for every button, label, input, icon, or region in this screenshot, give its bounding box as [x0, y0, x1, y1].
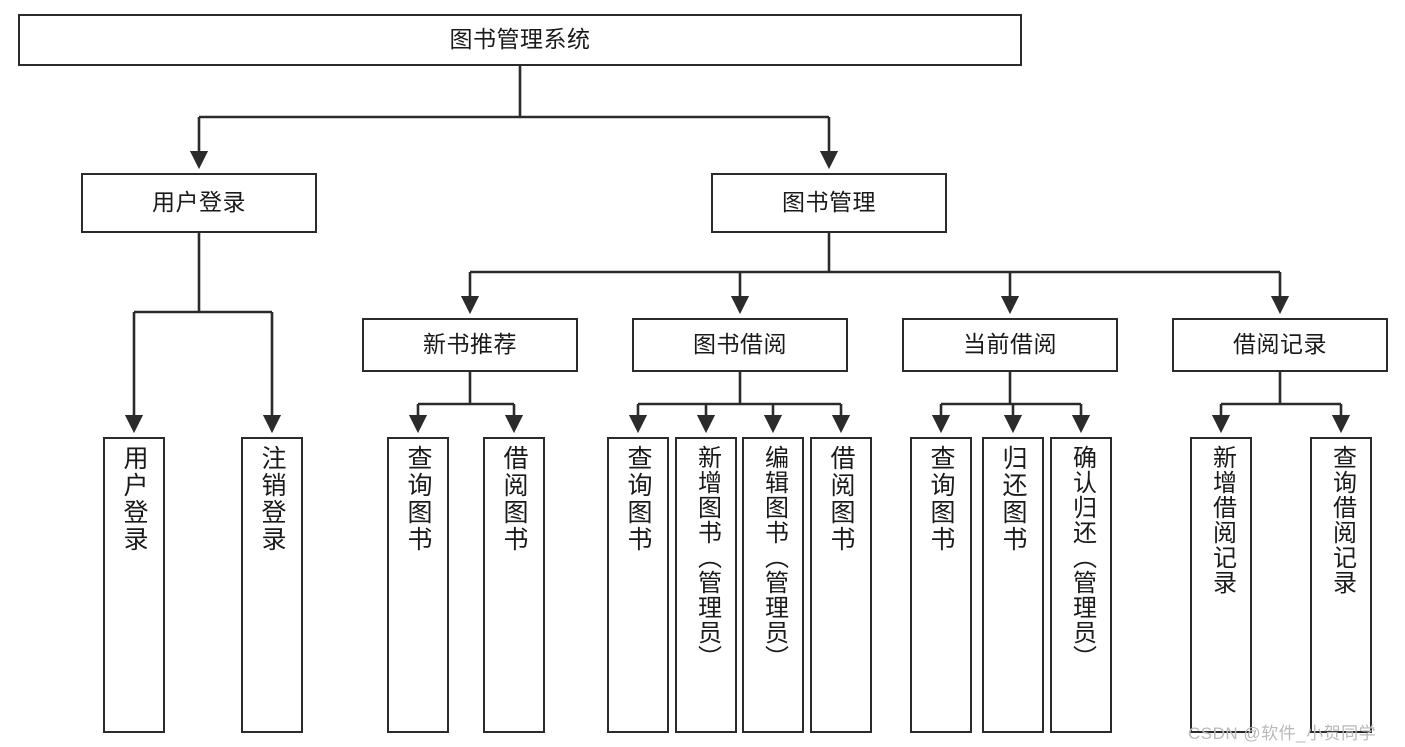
node-leaf[interactable]: 确认归还（管理员）	[1050, 437, 1112, 733]
node-level3-book-borrow[interactable]: 图书借阅	[632, 318, 848, 372]
node-leaf[interactable]: 查询图书	[910, 437, 972, 733]
node-level2-user-login[interactable]: 用户登录	[81, 173, 317, 233]
node-leaf-label: 新增图书（管理员）	[693, 445, 721, 670]
node-leaf-label: 编辑图书（管理员）	[760, 445, 788, 670]
node-leaf[interactable]: 新增图书（管理员）	[675, 437, 737, 733]
node-leaf-label: 归还图书	[999, 445, 1027, 553]
node-leaf[interactable]: 查询图书	[387, 437, 449, 733]
node-leaf[interactable]: 归还图书	[982, 437, 1044, 733]
node-level3-book-borrow-label: 图书借阅	[693, 331, 787, 358]
node-leaf-label: 查询图书	[624, 445, 652, 553]
node-leaf[interactable]: 新增借阅记录	[1190, 437, 1252, 733]
node-level3-current-borrow-label: 当前借阅	[963, 331, 1057, 358]
node-level3-current-borrow[interactable]: 当前借阅	[902, 318, 1118, 372]
node-leaf-label: 查询图书	[404, 445, 432, 553]
node-level2-book-management-label: 图书管理	[782, 189, 876, 216]
node-leaf[interactable]: 查询图书	[607, 437, 669, 733]
node-leaf-label: 新增借阅记录	[1208, 445, 1236, 595]
node-leaf-label: 借阅图书	[500, 445, 528, 553]
node-root[interactable]: 图书管理系统	[18, 14, 1022, 66]
node-leaf[interactable]: 借阅图书	[483, 437, 545, 733]
node-leaf[interactable]: 查询借阅记录	[1310, 437, 1372, 733]
node-level2-user-login-label: 用户登录	[152, 189, 246, 216]
node-leaf-label: 注销登录	[258, 445, 286, 553]
node-root-label: 图书管理系统	[449, 26, 591, 53]
node-leaf-label: 借阅图书	[827, 445, 855, 553]
node-level3-borrow-record[interactable]: 借阅记录	[1172, 318, 1388, 372]
node-leaf[interactable]: 编辑图书（管理员）	[742, 437, 804, 733]
node-level3-new-book-recommend-label: 新书推荐	[423, 331, 517, 358]
node-leaf[interactable]: 用户登录	[103, 437, 165, 733]
node-leaf-label: 用户登录	[120, 445, 148, 553]
node-leaf[interactable]: 注销登录	[241, 437, 303, 733]
node-leaf-label: 查询借阅记录	[1328, 445, 1356, 595]
node-level2-book-management[interactable]: 图书管理	[711, 173, 947, 233]
node-level3-new-book-recommend[interactable]: 新书推荐	[362, 318, 578, 372]
node-leaf-label: 确认归还（管理员）	[1068, 445, 1096, 670]
node-leaf[interactable]: 借阅图书	[810, 437, 872, 733]
node-level3-borrow-record-label: 借阅记录	[1233, 331, 1327, 358]
node-leaf-label: 查询图书	[927, 445, 955, 553]
